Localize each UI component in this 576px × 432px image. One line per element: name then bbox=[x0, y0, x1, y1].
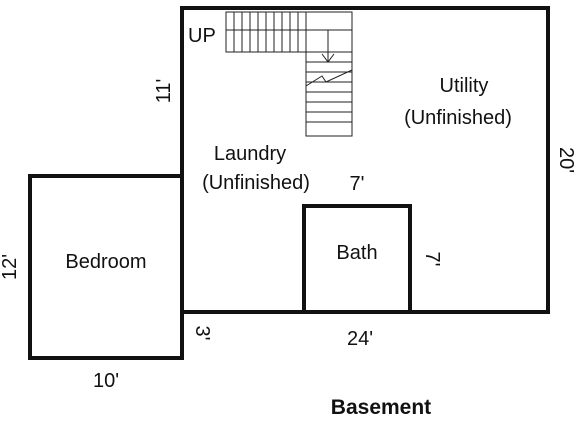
bedroom-wall bbox=[28, 174, 184, 360]
dim-bedroom-height: 12' bbox=[0, 254, 21, 280]
dim-bath-height: 7' bbox=[421, 252, 443, 267]
dim-offset: 3' bbox=[191, 326, 213, 341]
dim-bath-width: 7' bbox=[350, 173, 365, 195]
staircase bbox=[225, 11, 353, 137]
utility-label: Utility bbox=[440, 75, 489, 97]
laundry-label: Laundry bbox=[214, 143, 286, 165]
dim-main-height-upper: 11' bbox=[153, 79, 175, 104]
stair-direction-arrow bbox=[252, 29, 329, 62]
utility-sublabel: (Unfinished) bbox=[404, 107, 512, 129]
dim-bedroom-width: 10' bbox=[93, 370, 119, 392]
dim-main-height-total: 20' bbox=[555, 147, 576, 173]
stairs-label: UP bbox=[188, 25, 216, 47]
dim-main-width: 24' bbox=[347, 328, 373, 350]
bath-label: Bath bbox=[336, 242, 377, 264]
bedroom-label: Bedroom bbox=[65, 251, 146, 273]
bath-wall bbox=[302, 204, 412, 314]
laundry-sublabel: (Unfinished) bbox=[202, 172, 310, 194]
floor-title: Basement bbox=[331, 396, 431, 419]
